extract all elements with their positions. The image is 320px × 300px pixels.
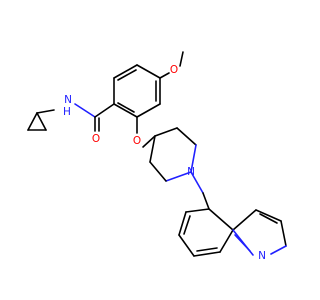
amide-nitrogen-label: N	[64, 94, 72, 106]
carbonyl-oxygen-label: O	[92, 133, 100, 145]
benzene-ring	[113, 64, 170, 118]
amide-group	[74, 103, 115, 132]
piperidine-nitrogen-label: N	[187, 166, 195, 178]
piperidine-ring	[149, 127, 204, 194]
amide-hydrogen-label: H	[63, 106, 71, 118]
ether-link	[136, 116, 156, 148]
methoxy-group	[179, 51, 184, 67]
ether-oxygen-label: O	[133, 135, 141, 147]
molecule-structure: N H O O O N N	[27, 51, 287, 262]
methoxy-oxygen-label: O	[170, 64, 178, 76]
quinoline-ring	[178, 192, 287, 257]
quinoline-nitrogen-label: N	[258, 250, 266, 262]
cyclopropyl-ring	[27, 109, 55, 131]
